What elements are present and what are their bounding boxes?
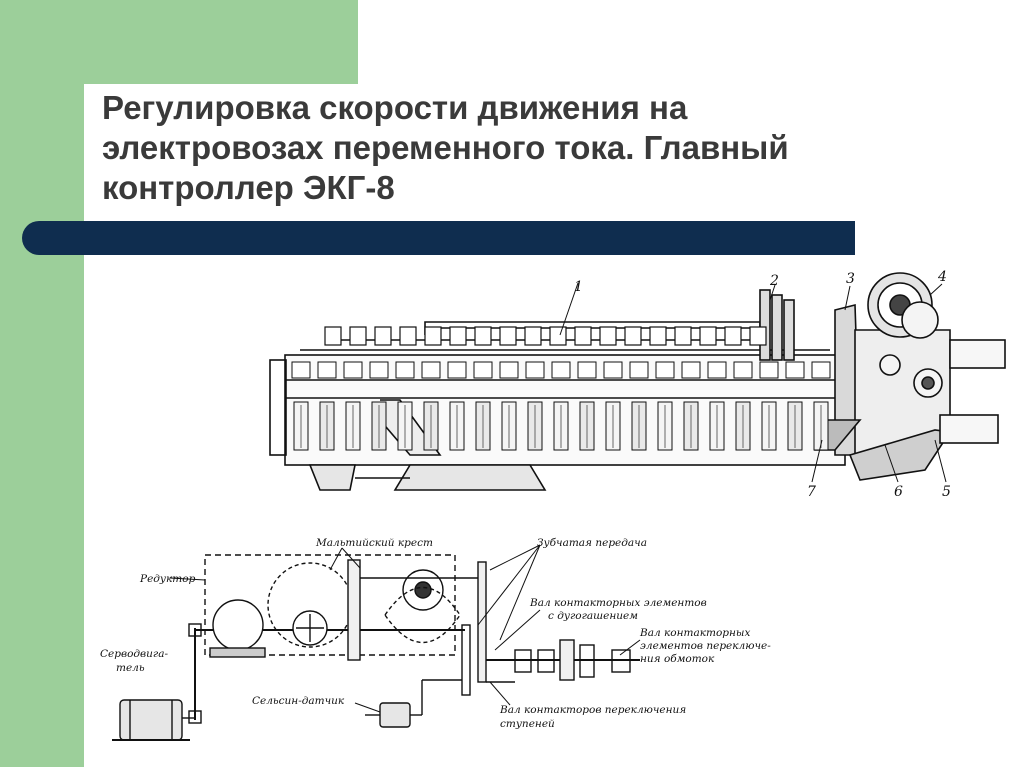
callout-2: 2 (769, 273, 779, 289)
terminal-cap (499, 326, 517, 346)
terminal-cap (449, 326, 467, 346)
terminal-cap (399, 326, 417, 346)
label-selsyn: Сельсин-датчик (252, 695, 345, 707)
terminal-cap (649, 326, 667, 346)
terminal-cap (549, 326, 567, 346)
label-gear-train: Зубчатая передача (537, 537, 647, 549)
callout-7: 7 (807, 484, 816, 500)
segment-terminal (395, 361, 415, 379)
terminal-cap (624, 326, 642, 346)
segment-terminal (291, 361, 311, 379)
label-winding-shaft-2: элементов переключе- (640, 640, 771, 652)
segment-terminal (603, 361, 623, 379)
controller-drawing (269, 272, 1006, 491)
segment-terminal (785, 361, 805, 379)
segment-terminal (421, 361, 441, 379)
terminal-cap (374, 326, 392, 346)
callout-leaders (559, 282, 947, 483)
segment-terminal (525, 361, 545, 379)
terminal-cap (699, 326, 717, 346)
segment-terminal (811, 361, 831, 379)
segment-terminal (473, 361, 493, 379)
segment-terminal (499, 361, 519, 379)
terminal-cap (599, 326, 617, 346)
segment-terminal (681, 361, 701, 379)
contactor-segments (291, 361, 831, 451)
kinematic-schematic (112, 544, 641, 741)
label-winding-shaft-1: Вал контакторных (639, 627, 750, 639)
label-winding-shaft-3: ния обмоток (640, 653, 715, 665)
terminal-cap (749, 326, 767, 346)
title-line-3: контроллер ЭКГ-8 (102, 169, 395, 206)
segment-terminal (707, 361, 727, 379)
terminal-cap (349, 326, 367, 346)
callout-5: 5 (942, 484, 951, 500)
title-divider-bar (22, 221, 855, 255)
segment-terminal (343, 361, 363, 379)
terminal-cap (724, 326, 742, 346)
callout-1: 1 (574, 279, 583, 295)
segment-terminal (317, 361, 337, 379)
terminal-cap (324, 326, 342, 346)
terminal-cap (524, 326, 542, 346)
segment-terminal (655, 361, 675, 379)
schematic-labels: Мальтийский крест Зубчатая передача Реду… (100, 537, 771, 730)
terminal-cap (574, 326, 592, 346)
callout-4: 4 (937, 269, 947, 285)
segment-terminal (577, 361, 597, 379)
segment-terminal (551, 361, 571, 379)
label-reducer: Редуктор (139, 573, 196, 585)
segment-terminal (759, 361, 779, 379)
callout-3: 3 (846, 271, 855, 287)
green-side-strip (0, 84, 84, 767)
label-arc-shaft-2: с дугогашением (548, 610, 638, 622)
segment-terminal (733, 361, 753, 379)
label-step-shaft-1: Вал контакторов переключения (499, 704, 686, 716)
segment-terminal (629, 361, 649, 379)
label-servo-1: Серводвига- (100, 648, 168, 660)
slide-title: Регулировка скорости движения на электро… (102, 88, 902, 208)
segment-terminal (369, 361, 389, 379)
terminal-cap (674, 326, 692, 346)
label-servo-2: тель (116, 662, 145, 674)
label-step-shaft-2: ступеней (500, 718, 555, 730)
segment-terminal (447, 361, 467, 379)
title-line-2: электровозах переменного тока. Главный (102, 129, 789, 166)
title-line-1: Регулировка скорости движения на (102, 89, 688, 126)
callout-6: 6 (894, 484, 903, 500)
terminal-caps (324, 326, 767, 346)
terminal-cap (474, 326, 492, 346)
label-arc-shaft-1: Вал контакторных элементов (529, 597, 707, 609)
terminal-cap (424, 326, 442, 346)
green-corner-block (0, 0, 358, 84)
label-maltese-cross: Мальтийский крест (315, 537, 433, 549)
